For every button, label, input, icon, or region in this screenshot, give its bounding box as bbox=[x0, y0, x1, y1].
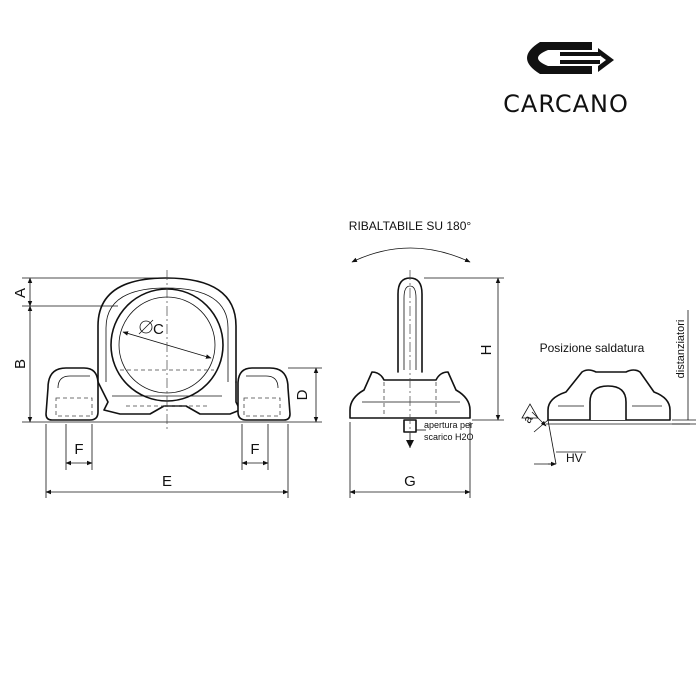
weld-label-a: a bbox=[520, 412, 536, 425]
dim-label-B: B bbox=[12, 359, 29, 369]
spacers-label: distanziatori bbox=[675, 320, 687, 379]
weld-label-HV: HV bbox=[566, 451, 583, 465]
weld-position-view: Posizione saldatura distanziatori a HV bbox=[520, 310, 696, 467]
dim-label-H: H bbox=[478, 345, 495, 356]
dim-label-F-left: F bbox=[74, 441, 83, 458]
rotation-arrow bbox=[351, 247, 471, 263]
dim-label-G: G bbox=[404, 473, 416, 490]
front-view: C A B D F bbox=[12, 270, 322, 498]
drain-note-line1: apertura per bbox=[424, 420, 473, 430]
dim-label-F-right: F bbox=[250, 441, 259, 458]
weld-position-title: Posizione saldatura bbox=[540, 341, 645, 355]
rotation-note: RIBALTABILE SU 180° bbox=[349, 219, 472, 233]
carcano-logo-icon bbox=[527, 42, 614, 74]
dim-label-A: A bbox=[12, 288, 29, 298]
brand-name: CARCANO bbox=[503, 90, 629, 118]
carcano-logo: CARCANO bbox=[503, 42, 629, 118]
dim-label-D: D bbox=[294, 389, 311, 400]
drain-note-line2: scarico H2O bbox=[424, 432, 474, 442]
dim-label-E: E bbox=[162, 473, 172, 490]
side-view: RIBALTABILE SU 180° apertura per scarico… bbox=[349, 219, 504, 498]
dim-label-C: C bbox=[153, 321, 164, 338]
